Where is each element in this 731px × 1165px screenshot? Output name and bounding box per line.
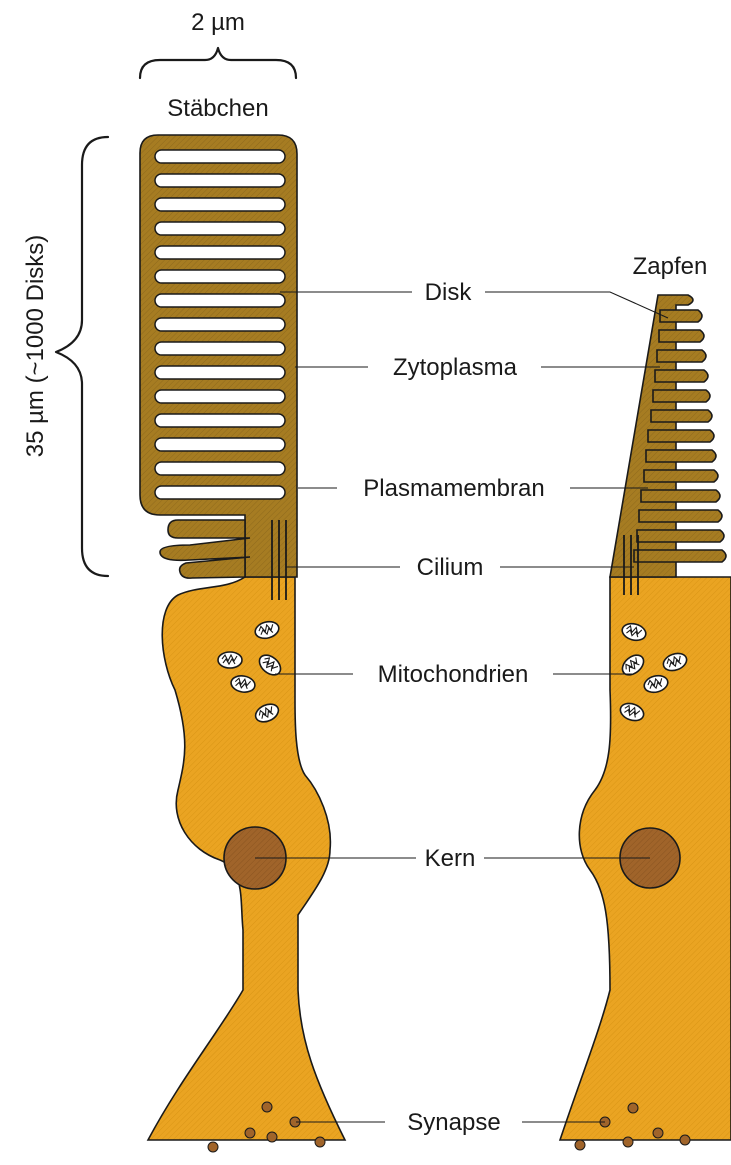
label-synapse: Synapse [407, 1109, 500, 1136]
width-brace [140, 48, 296, 78]
cone-cell [560, 295, 731, 1150]
rod-basal-lobes [160, 520, 250, 578]
cone-title: Zapfen [633, 253, 708, 280]
label-cytoplasm: Zytoplasma [393, 354, 518, 381]
label-disk: Disk [425, 279, 473, 306]
rod-title: Stäbchen [167, 95, 268, 122]
leader-lines [255, 292, 668, 1122]
label-mitochondria: Mitochondrien [378, 661, 529, 688]
width-scale-label: 2 µm [191, 9, 245, 36]
length-scale-label: 35 µm (~1000 Disks) [22, 235, 49, 458]
rod-cell [140, 135, 345, 1152]
label-cilium: Cilium [417, 554, 484, 581]
rod-disks [155, 150, 285, 499]
label-nucleus: Kern [425, 845, 476, 872]
length-brace [56, 137, 108, 576]
label-plasma-membrane: Plasmamembran [363, 475, 544, 502]
